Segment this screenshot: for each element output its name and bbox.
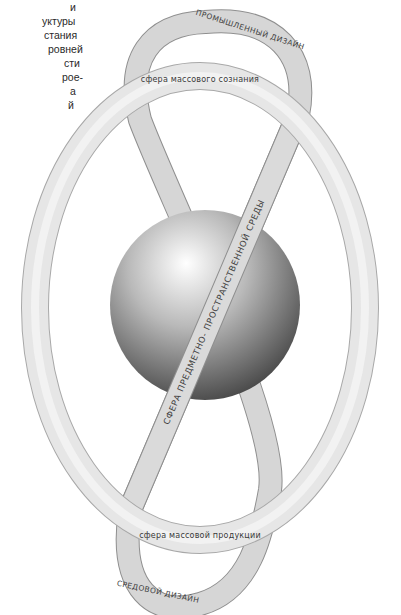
eight-front-outline <box>130 115 298 510</box>
caption-fragment: стания <box>44 30 77 41</box>
caption-fragment: рое- <box>62 72 83 83</box>
caption-fragment: й <box>68 100 74 111</box>
caption-fragment: ровней <box>48 44 83 55</box>
band-label: СФЕРА ПРЕДМЕТНО- ПРОСТРАНСТВЕННОЙ СРЕДЫ <box>162 198 266 426</box>
caption-fragment: и <box>70 2 76 13</box>
caption-fragment: уктуры <box>42 16 75 27</box>
ring-band-node: сфера массового сознания сфера массовой п… <box>35 64 365 552</box>
ring-highlight <box>35 76 365 540</box>
ring-outline <box>35 76 365 540</box>
caption-fragment: сти <box>64 58 80 69</box>
caption-fragment: а <box>70 86 76 97</box>
band-label: ПРОМЫШЛЕННЫЙ ДИЗАЙН <box>195 9 305 51</box>
band-label: сфера массового сознания <box>141 76 259 84</box>
eight-front-band <box>130 115 298 510</box>
eight-band-node: ПРОМЫШЛЕННЫЙ ДИЗАЙН СФЕРА ПРЕДМЕТНО- ПРОС… <box>108 0 308 615</box>
band-label: сфера массовой продукции <box>139 532 261 540</box>
band-label: СРЕДОВОЙ ДИЗАЙН <box>116 580 200 605</box>
ring-band <box>35 76 365 540</box>
